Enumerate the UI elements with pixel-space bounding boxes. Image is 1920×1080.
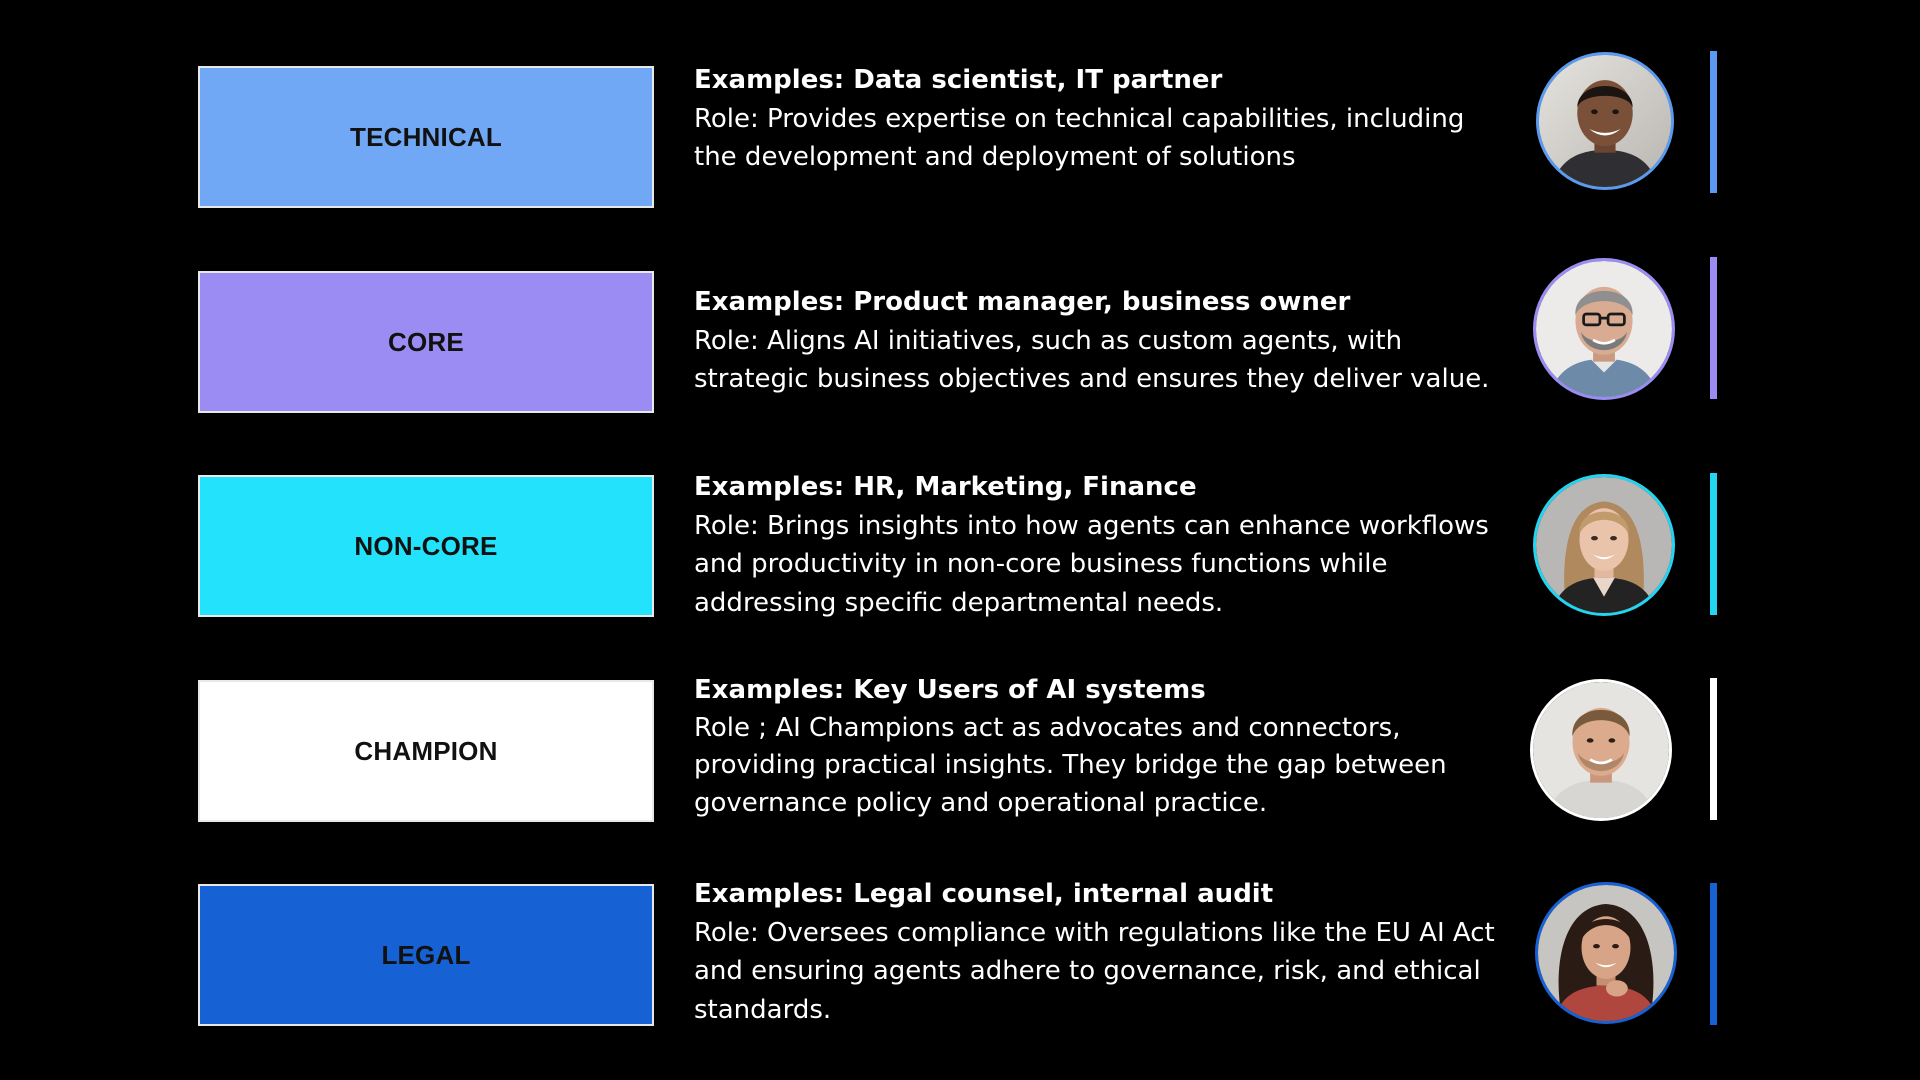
role-text: Role: Oversees compliance with regulatio… <box>694 917 1495 1025</box>
examples-text: Examples: Product manager, business owne… <box>694 287 1351 317</box>
role-text: Role: Provides expertise on technical ca… <box>694 103 1465 173</box>
role-description: Examples: Product manager, business owne… <box>694 283 1514 399</box>
role-text: Role: Aligns AI initiatives, such as cus… <box>694 325 1490 395</box>
role-label: CORE <box>388 326 464 357</box>
accent-bar <box>1710 883 1717 1025</box>
role-row-champion: CHAMPION Examples: Key Users of AI syste… <box>0 675 1920 822</box>
role-box-technical: TECHNICAL <box>198 66 654 208</box>
role-row-technical: TECHNICAL Examples: Data scientist, IT p… <box>0 51 1920 208</box>
portrait-icon <box>1530 679 1672 821</box>
portrait-icon <box>1536 52 1674 190</box>
role-box-champion: CHAMPION <box>198 680 654 822</box>
role-label: LEGAL <box>381 939 471 970</box>
role-box-legal: LEGAL <box>198 884 654 1026</box>
role-label: TECHNICAL <box>349 121 502 152</box>
accent-bar <box>1710 257 1717 399</box>
accent-bar <box>1710 473 1717 615</box>
role-description: Examples: Key Users of AI systems Role ;… <box>694 672 1514 822</box>
portrait-icon <box>1535 882 1677 1024</box>
role-description: Examples: Legal counsel, internal audit … <box>694 875 1514 1029</box>
examples-text: Examples: Key Users of AI systems <box>694 675 1206 705</box>
examples-text: Examples: Data scientist, IT partner <box>694 65 1223 95</box>
examples-text: Examples: Legal counsel, internal audit <box>694 879 1274 909</box>
role-label: CHAMPION <box>354 735 498 766</box>
portrait-icon <box>1533 258 1675 400</box>
role-row-legal: LEGAL Examples: Legal counsel, internal … <box>0 879 1920 1026</box>
role-text: Role: Brings insights into how agents ca… <box>694 510 1489 618</box>
portrait-icon <box>1533 474 1675 616</box>
role-label: NON-CORE <box>354 530 498 561</box>
role-row-non-core: NON-CORE Examples: HR, Marketing, Financ… <box>0 472 1920 618</box>
role-text: Role ; AI Champions act as advocates and… <box>694 712 1447 818</box>
accent-bar <box>1710 678 1717 820</box>
role-description: Examples: HR, Marketing, Finance Role: B… <box>694 468 1514 622</box>
role-box-core: CORE <box>198 271 654 413</box>
role-row-core: CORE Examples: Product manager, business… <box>0 257 1920 413</box>
role-box-non-core: NON-CORE <box>198 475 654 617</box>
accent-bar <box>1710 51 1717 193</box>
examples-text: Examples: HR, Marketing, Finance <box>694 472 1197 502</box>
role-description: Examples: Data scientist, IT partner Rol… <box>694 61 1514 177</box>
